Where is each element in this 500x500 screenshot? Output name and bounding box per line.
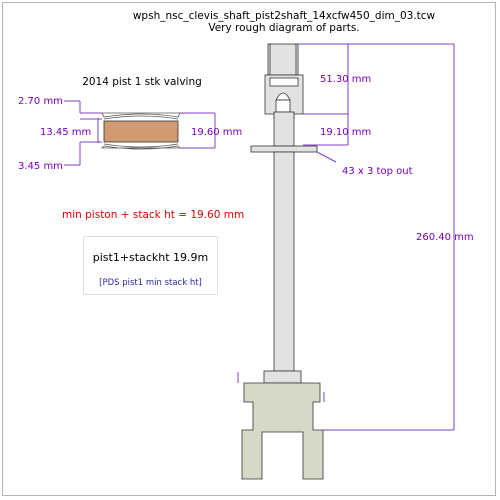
pds-stack-height-link[interactable]: [PDS pist1 min stack ht] (99, 278, 202, 288)
diagram-subtitle: Very rough diagram of parts. (208, 22, 359, 34)
piston-body (103, 120, 179, 143)
valving-stack (101, 112, 181, 150)
shaft-collar (263, 370, 302, 384)
valving-dim-bottom: 3.45 mm (18, 161, 63, 172)
info-box: pist1+stackht 19.9m [PDS pist1 min stack… (83, 236, 218, 295)
stack-height-note: min piston + stack ht = 19.60 mm (62, 209, 244, 221)
diagram-frame (2, 2, 496, 496)
shaft-dim-top: 51.30 mm (320, 74, 371, 85)
valving-dim-top: 2.70 mm (18, 96, 63, 107)
top-nut (267, 43, 299, 76)
shaft-dim-mid: 19.10 mm (320, 127, 371, 138)
info-box-main: pist1+stackht 19.9m (92, 251, 209, 264)
clevis (241, 382, 324, 480)
diagram-title: wpsh_nsc_clevis_shaft_pist2shaft_14xcfw4… (133, 10, 436, 22)
shaft-dim-total: 260.40 mm (416, 232, 474, 243)
valving-dimension-lines (64, 100, 216, 166)
valving-title: 2014 pist 1 stk valving (82, 76, 202, 88)
valving-dim-left: 13.45 mm (40, 127, 91, 138)
shaft-lower (273, 151, 295, 372)
top-out-plate (250, 145, 318, 153)
shaft-assembly (241, 43, 324, 480)
shaft-upper (273, 111, 295, 147)
shaft-dimension-lines (237, 43, 455, 431)
valving-dim-right: 19.60 mm (191, 127, 242, 138)
shaft-top-out-label: 43 x 3 top out (342, 166, 413, 177)
